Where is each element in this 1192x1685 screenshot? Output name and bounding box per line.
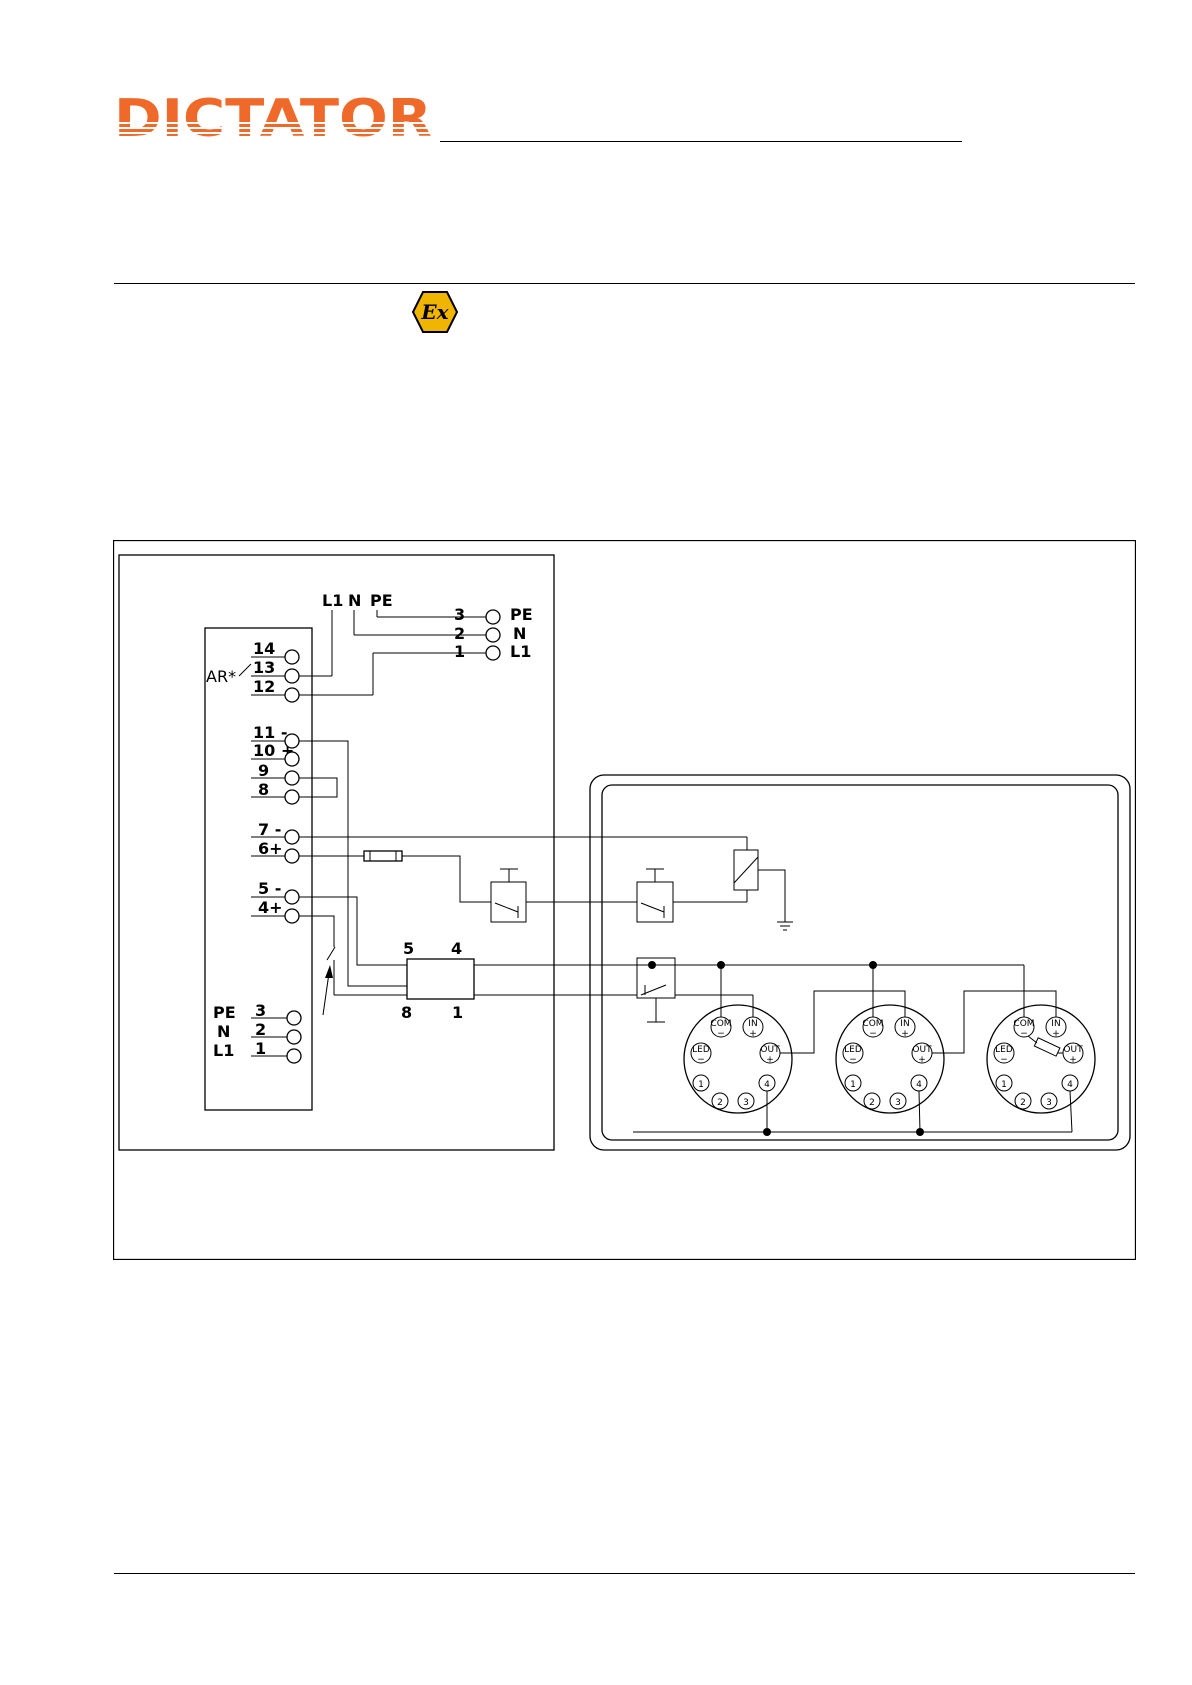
terminal-label: 13: [253, 658, 275, 677]
supply-out-number: 1: [255, 1039, 266, 1058]
terminal-label: 9: [258, 761, 269, 780]
pin-in: IN: [1051, 1019, 1060, 1029]
pin-out: OUT: [1063, 1045, 1083, 1055]
supply-header-n: N: [348, 591, 361, 610]
supply-number: 2: [454, 624, 465, 643]
dictator-logo: DICTATOR: [114, 92, 432, 142]
pin-1: 1: [850, 1080, 856, 1090]
terminal-label: 8: [258, 780, 269, 799]
pin-in-sign: +: [901, 1029, 909, 1039]
pin-out-sign: +: [918, 1055, 926, 1065]
detector-base-1: COM − IN + LED − OUT + 1 2 3 4: [684, 1005, 792, 1113]
pin-led-sign: −: [1000, 1055, 1008, 1065]
header-rule: [440, 141, 962, 142]
switch-cabinet: [491, 869, 526, 922]
pin-2: 2: [717, 1098, 723, 1108]
pin-led: LED: [692, 1045, 710, 1055]
interface-module: 5 4 8 1: [401, 939, 474, 1022]
pin-out-sign: +: [1069, 1055, 1077, 1065]
switch-field-top: [637, 869, 673, 922]
terminal-label: 12: [253, 677, 275, 696]
pin-com: COM: [862, 1019, 883, 1029]
terminal-strip: 14 13 12 11 - 10 + 9 8 7 - 6+ 5 - 4+ AR*: [206, 639, 299, 923]
detector-base-3: COM − IN + LED − OUT + 1 2 3 4: [987, 1005, 1095, 1113]
terminal-label: 4+: [258, 898, 283, 917]
pin-led: LED: [995, 1045, 1013, 1055]
pin-com-sign: −: [717, 1029, 725, 1039]
supply-output: PE N L1 3 2 1: [213, 1001, 301, 1063]
end-of-line-resistor: [1034, 1038, 1060, 1056]
supply-input: L1 N PE 3 2 1 PE N L1: [299, 591, 533, 695]
pin-in: IN: [900, 1019, 909, 1029]
pin-com: COM: [710, 1019, 731, 1029]
ex-explosion-protection-icon: Ex: [411, 290, 459, 334]
pin-in-sign: +: [1052, 1029, 1060, 1039]
supply-name: PE: [510, 605, 533, 624]
supply-out-number: 3: [255, 1001, 266, 1020]
control-cabinet: [119, 555, 554, 1150]
pin-com-sign: −: [869, 1029, 877, 1039]
pin-3: 3: [895, 1098, 901, 1108]
pin-2: 2: [1020, 1098, 1026, 1108]
pin-in-sign: +: [749, 1029, 757, 1039]
section-rule: [114, 283, 1135, 284]
supply-name: N: [513, 624, 526, 643]
pin-3: 3: [1046, 1098, 1052, 1108]
pin-com: COM: [1013, 1019, 1034, 1029]
supply-header-pe: PE: [370, 591, 393, 610]
terminal-label: 14: [253, 639, 275, 658]
terminal-label: 5 -: [258, 879, 281, 898]
terminal-label: 7 -: [258, 820, 281, 839]
pin-4: 4: [764, 1080, 770, 1090]
wiring-diagram: 14 13 12 11 - 10 + 9 8 7 - 6+ 5 - 4+ AR*: [113, 540, 1136, 1260]
supply-out-name: N: [217, 1022, 230, 1041]
pin-in: IN: [748, 1019, 757, 1029]
module-pin: 5: [403, 939, 414, 958]
relay-coil: [734, 850, 793, 930]
pin-1: 1: [1001, 1080, 1007, 1090]
relay-label: AR*: [206, 667, 236, 686]
pin-out-sign: +: [766, 1055, 774, 1065]
pin-led-sign: −: [849, 1055, 857, 1065]
supply-out-name: PE: [213, 1003, 236, 1022]
pin-com-sign: −: [1020, 1029, 1028, 1039]
pin-3: 3: [743, 1098, 749, 1108]
pin-4: 4: [916, 1080, 922, 1090]
detector-base-2: COM − IN + LED − OUT + 1 2 3 4: [836, 1005, 944, 1113]
pin-out: OUT: [912, 1045, 932, 1055]
supply-out-name: L1: [213, 1041, 234, 1060]
pin-out: OUT: [760, 1045, 780, 1055]
supply-out-number: 2: [255, 1020, 266, 1039]
pin-4: 4: [1067, 1080, 1073, 1090]
supply-name: L1: [510, 642, 531, 661]
module-pin: 1: [452, 1003, 463, 1022]
pin-2: 2: [869, 1098, 875, 1108]
terminal-label: 11 -: [253, 723, 287, 742]
pin-1: 1: [698, 1080, 704, 1090]
footer-rule: [114, 1573, 1135, 1574]
brand-name: DICTATOR: [114, 92, 432, 142]
module-pin: 4: [451, 939, 462, 958]
field-enclosure-outer: [590, 775, 1130, 1150]
switch-field-bottom: [637, 958, 675, 1022]
module-pin: 8: [401, 1003, 412, 1022]
supply-number: 1: [454, 642, 465, 661]
pin-led: LED: [844, 1045, 862, 1055]
terminal-label: 6+: [258, 839, 283, 858]
supply-number: 3: [454, 605, 465, 624]
supply-header-l1: L1: [322, 591, 343, 610]
pin-led-sign: −: [697, 1055, 705, 1065]
ex-symbol-text: Ex: [420, 300, 449, 324]
